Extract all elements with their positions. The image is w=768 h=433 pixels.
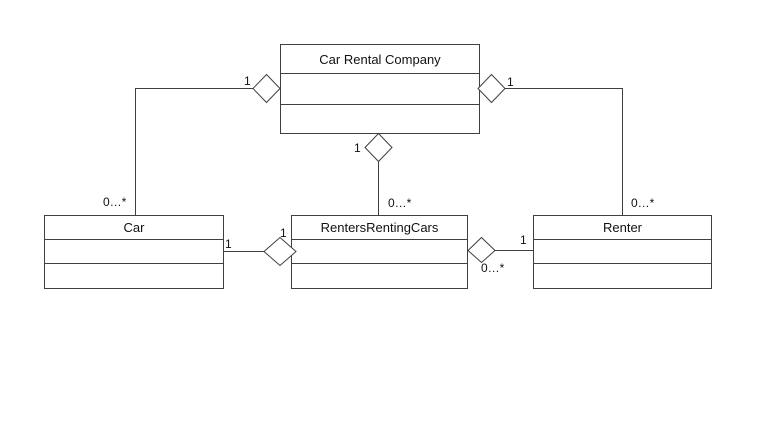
operations-compartment (281, 104, 479, 133)
attributes-compartment (534, 239, 711, 263)
class-name-renter: Renter (602, 220, 643, 235)
aggregation-diamond-company-renter[interactable] (477, 73, 506, 104)
class-box-car[interactable]: Car (44, 215, 224, 289)
association-company-car[interactable] (135, 73, 281, 216)
attributes-compartment (281, 73, 479, 104)
multiplicity-car-end-rentals: 1 (225, 237, 232, 251)
multiplicity-company-end-car: 1 (244, 74, 251, 88)
operations-compartment (292, 263, 467, 288)
operations-compartment (45, 263, 223, 288)
multiplicity-car-end-company: 0…* (103, 195, 127, 209)
class-box-car-rental-company[interactable]: Car Rental Company (280, 44, 480, 134)
multiplicity-rentals-end-renter: 0…* (481, 261, 505, 275)
multiplicity-company-end-renter: 1 (507, 75, 514, 89)
association-line[interactable] (135, 88, 254, 216)
class-box-renter[interactable]: Renter (533, 215, 712, 289)
class-box-renters-renting-cars[interactable]: RentersRentingCars (291, 215, 468, 289)
association-car-rentals[interactable] (224, 236, 297, 267)
class-name-renters-renting-cars: RentersRentingCars (320, 220, 439, 235)
association-line[interactable] (505, 88, 623, 216)
class-name-car-rental-company: Car Rental Company (319, 51, 441, 67)
aggregation-diamond-company-car[interactable] (252, 73, 281, 104)
association-company-renter[interactable] (477, 73, 623, 216)
multiplicity-company-end-rentals: 1 (354, 141, 361, 155)
multiplicity-rentals-end-car: 1 (280, 226, 287, 240)
multiplicity-renter-end-company: 0…* (631, 196, 655, 210)
operations-compartment (534, 263, 711, 288)
class-name-car: Car (123, 220, 145, 235)
multiplicity-rentals-end-company: 0…* (388, 196, 412, 210)
multiplicity-renter-end-rentals: 1 (520, 233, 527, 247)
attributes-compartment (292, 239, 467, 263)
attributes-compartment (45, 239, 223, 263)
aggregation-diamond-rentals-renter[interactable] (467, 236, 496, 264)
aggregation-diamond-company-rentals[interactable] (364, 132, 393, 163)
